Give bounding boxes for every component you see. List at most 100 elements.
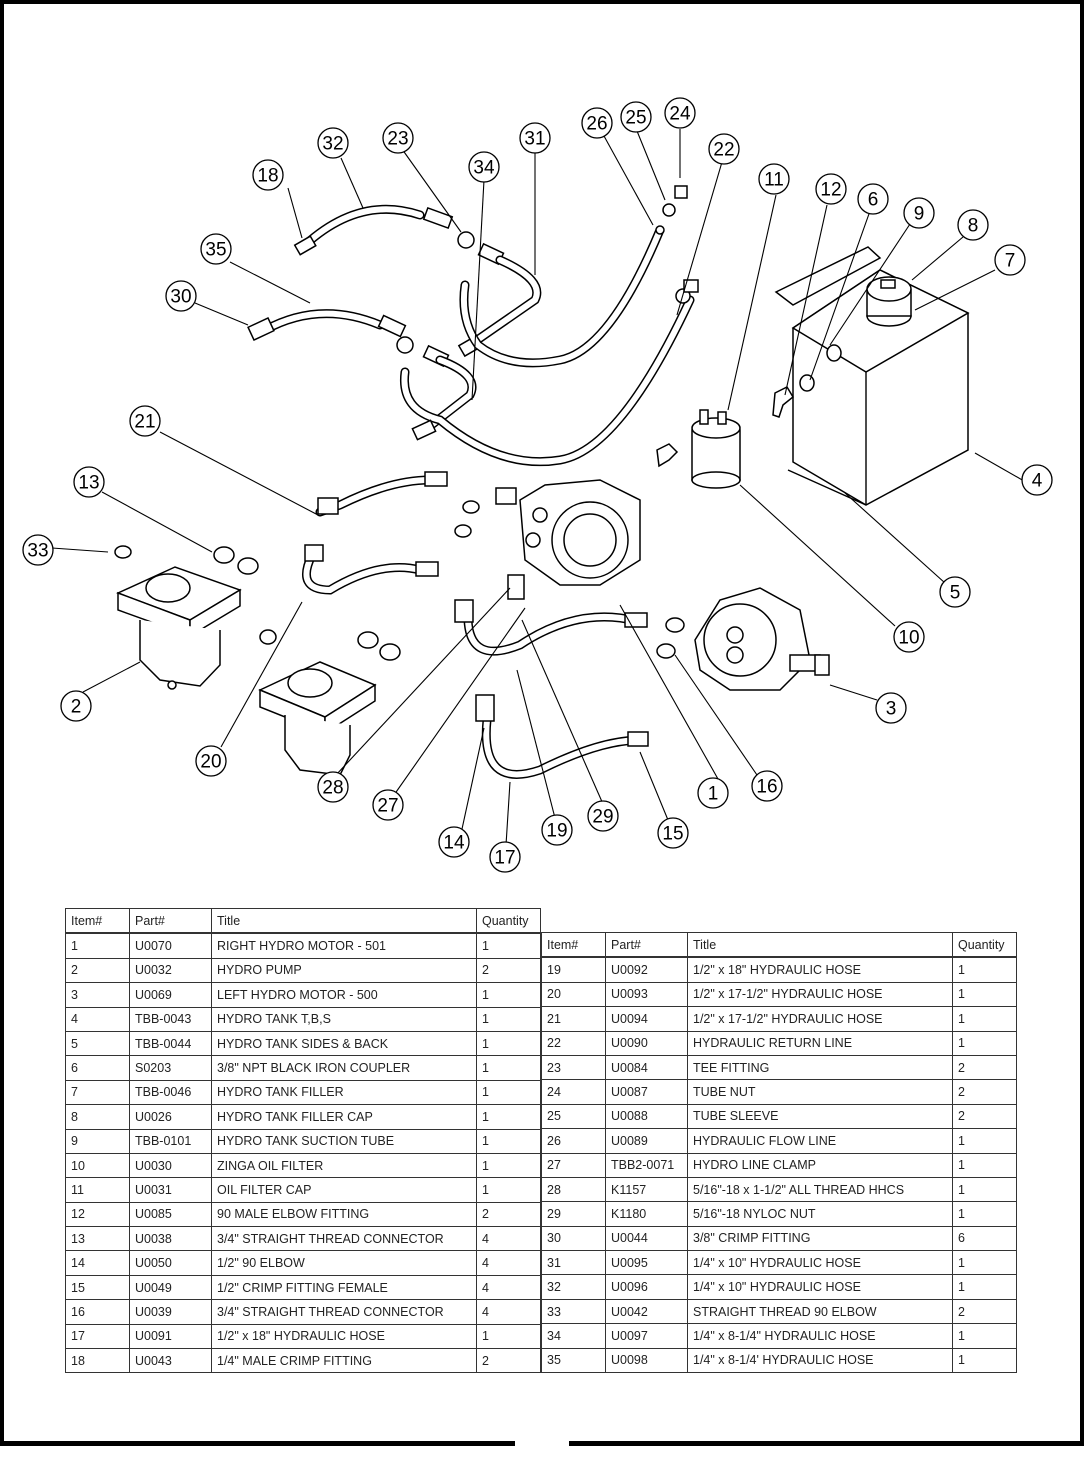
callout-bubble: 5 (939, 576, 971, 608)
bom-cell-item: 21 (541, 1006, 606, 1032)
bom-cell-title: 3/8" CRIMP FITTING (687, 1225, 953, 1252)
callout-number: 7 (1005, 251, 1016, 272)
callout-bubble: 18 (252, 159, 284, 191)
callout-number: 28 (322, 778, 343, 799)
callout-number: 10 (898, 628, 919, 649)
callout-number: 3 (886, 699, 897, 720)
bom-header-row: Item# Part# Title Quantity (65, 908, 541, 935)
callout-circle (438, 826, 470, 858)
callout-bubble: 32 (317, 127, 349, 159)
callout-number: 31 (524, 129, 545, 150)
hydro-motor-right (495, 479, 641, 600)
bom-cell-part: U0050 (129, 1250, 212, 1276)
bom-cell-title: 3/8" NPT BLACK IRON COUPLER (211, 1055, 477, 1081)
callout-bubble: 11 (758, 163, 790, 195)
bom-cell-item: 18 (65, 1348, 130, 1374)
callout-number: 33 (27, 541, 48, 562)
callout-number: 29 (592, 807, 613, 828)
page-border-top (0, 0, 1084, 4)
bom-cell-part: U0049 (129, 1274, 212, 1301)
callout-number: 4 (1032, 471, 1043, 492)
bom-cell-title: 1/4" x 10" HYDRAULIC HOSE (687, 1250, 953, 1276)
callout-circle (165, 280, 197, 312)
bom-cell-item: 28 (541, 1176, 606, 1203)
oil-filter (656, 409, 741, 489)
callout-circle (468, 151, 500, 183)
bom-cell-title: TUBE SLEEVE (687, 1103, 953, 1130)
bom-cell-quantity: 1 (476, 1177, 541, 1203)
upper-hose-assemblies (247, 185, 699, 467)
callout-circle (489, 841, 521, 873)
bom-cell-item: 20 (541, 981, 606, 1008)
callout-bubble: 6 (857, 183, 889, 215)
callout-number: 18 (257, 166, 278, 187)
bom-cell-quantity: 1 (952, 1201, 1017, 1227)
bom-cell-quantity: 1 (476, 1006, 541, 1032)
callout-circle (620, 101, 652, 133)
callout-number: 15 (662, 824, 683, 845)
bom-cell-part: U0085 (129, 1201, 212, 1228)
bom-cell-item: 31 (541, 1250, 606, 1276)
bom-cell-quantity: 4 (476, 1274, 541, 1301)
callout-circle (581, 107, 613, 139)
callout-circle (60, 690, 92, 722)
callout-number: 5 (950, 583, 961, 604)
callout-circle (957, 209, 989, 241)
bom-cell-quantity: 1 (952, 1006, 1017, 1032)
bom-cell-title: HYDRO TANK SIDES & BACK (211, 1030, 477, 1057)
callout-bubble: 27 (372, 789, 404, 821)
bom-cell-title: RIGHT HYDRO MOTOR - 501 (211, 932, 477, 959)
callout-circle (664, 97, 696, 129)
bom-cell-part: U0030 (129, 1152, 212, 1179)
header-title: Title (211, 908, 477, 935)
bom-cell-quantity: 1 (952, 956, 1017, 983)
header-quantity: Quantity (476, 908, 541, 935)
callout-bubble: 9 (903, 197, 935, 229)
header-title: Title (687, 932, 953, 959)
bom-cell-quantity: 1 (952, 1128, 1017, 1154)
bom-cell-quantity: 1 (476, 1323, 541, 1350)
hydro-pump-right (258, 661, 377, 776)
bom-cell-title: 1/4" x 8-1/4' HYDRAULIC HOSE (687, 1347, 953, 1374)
bom-cell-part: U0097 (605, 1323, 688, 1349)
bom-cell-part: TBB-0101 (129, 1128, 212, 1154)
callout-bubble: 34 (468, 151, 500, 183)
bom-cell-title: 1/2" x 17-1/2" HYDRAULIC HOSE (687, 1006, 953, 1032)
callout-number: 8 (968, 216, 979, 237)
bom-cell-item: 9 (65, 1128, 130, 1154)
callout-number: 14 (443, 833, 465, 854)
bom-cell-quantity: 1 (952, 1274, 1017, 1300)
callout-circle (129, 405, 161, 437)
bom-cell-title: 1/4" MALE CRIMP FITTING (211, 1348, 477, 1374)
callout-circle (708, 133, 740, 165)
callout-number: 22 (713, 140, 734, 161)
bom-cell-part: U0087 (605, 1079, 688, 1105)
callout-number: 35 (205, 240, 226, 261)
bom-cell-part: U0088 (605, 1103, 688, 1130)
callout-number: 34 (473, 158, 495, 179)
bom-cell-quantity: 1 (952, 1250, 1017, 1276)
callout-circle (317, 127, 349, 159)
bom-cell-item: 12 (65, 1201, 130, 1228)
callout-circle (1021, 464, 1053, 496)
bom-cell-quantity: 2 (952, 1054, 1017, 1081)
bom-cell-item: 30 (541, 1225, 606, 1252)
callout-bubble: 28 (317, 771, 349, 803)
bom-cell-item: 35 (541, 1347, 606, 1374)
bom-cell-title: 1/2" 90 ELBOW (211, 1250, 477, 1276)
bom-cell-title: 3/4" STRAIGHT THREAD CONNECTOR (211, 1299, 477, 1325)
header-item: Item# (65, 908, 130, 935)
callout-bubble: 30 (165, 280, 197, 312)
